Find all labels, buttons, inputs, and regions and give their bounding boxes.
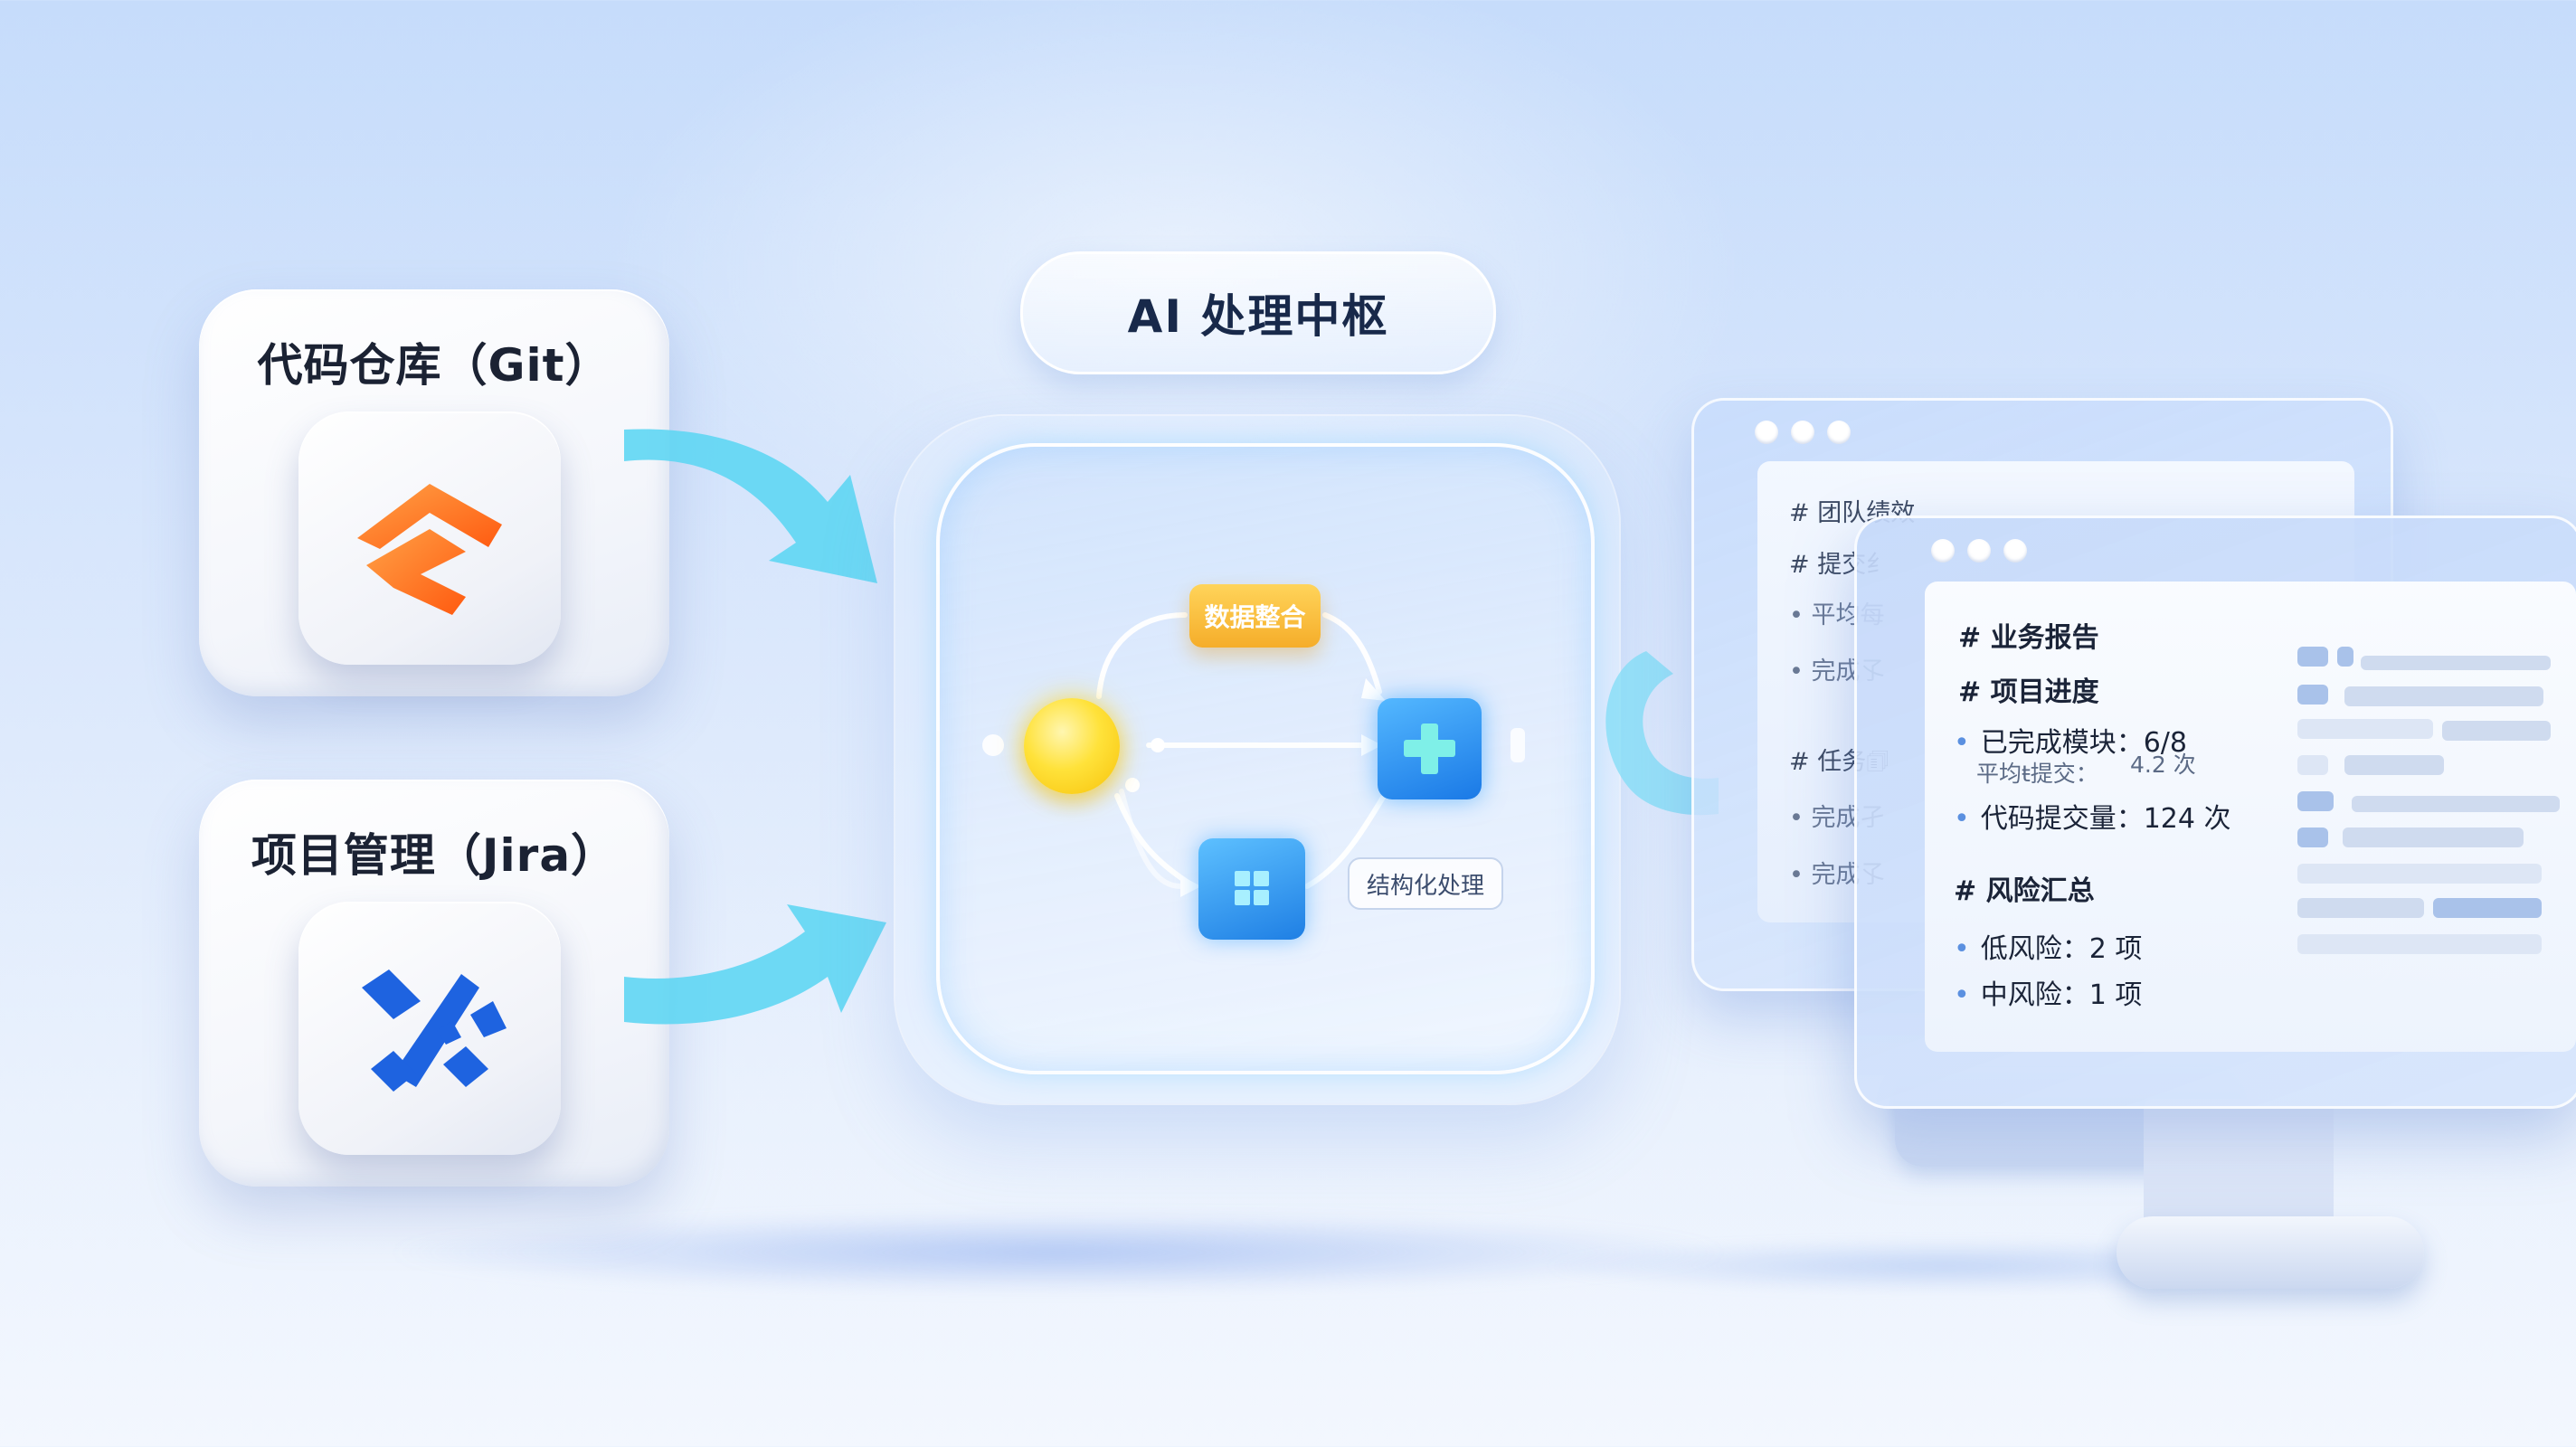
jira-logo-icon <box>362 969 507 1092</box>
plus-icon <box>1404 724 1455 774</box>
structuring-chip[interactable]: 结构化处理 <box>1348 857 1503 910</box>
code-commits: 代码提交量：124 次 <box>1954 796 2231 836</box>
branch-dot <box>1125 778 1140 792</box>
output-dot <box>1511 728 1525 762</box>
source-card-git[interactable]: 代码仓库（Git） <box>199 289 669 696</box>
report-chart-placeholder <box>2297 647 2560 990</box>
ai-core-node[interactable] <box>1024 698 1120 794</box>
jira-icon-tile <box>298 902 561 1155</box>
completed-modules: 已完成模块：6/8 <box>1954 720 2187 760</box>
data-integration-chip[interactable]: 数据整合 <box>1189 584 1321 648</box>
avg-commit-value: 4.2 次 <box>2130 752 2196 778</box>
grid-icon <box>1235 871 1269 905</box>
source-title-jira: 项目管理（Jira） <box>251 829 618 882</box>
arrow-hub-to-report <box>1605 651 1719 816</box>
source-card-jira[interactable]: 项目管理（Jira） <box>199 780 669 1187</box>
risk-heading: # 风险汇总 <box>1954 875 2095 907</box>
monitor-stand-base <box>2117 1216 2424 1289</box>
git-logo-icon <box>357 484 502 615</box>
hub-flow-connectors <box>982 612 1525 897</box>
hub-title: AI 处理中枢 <box>1020 251 1496 374</box>
avg-commit-label: 平均ŧ提交： <box>1976 761 2098 787</box>
floor-shadow <box>380 1212 1737 1293</box>
low-risk: 低风险：2 项 <box>1954 926 2143 966</box>
window-controls-front <box>1931 539 2040 566</box>
arrow-git-to-hub <box>624 429 877 583</box>
mid-risk: 中风险：1 项 <box>1954 972 2143 1012</box>
progress-heading: # 项目进度 <box>1958 676 2099 708</box>
input-dot <box>982 734 1004 756</box>
git-icon-tile <box>298 411 561 665</box>
report-title: # 业务报告 <box>1958 622 2099 654</box>
window-controls-back <box>1755 421 1863 448</box>
grid-node[interactable] <box>1198 838 1305 940</box>
input-dot-inner <box>1151 738 1165 752</box>
source-title-git: 代码仓库（Git） <box>257 339 611 392</box>
arrow-jira-to-hub <box>624 904 886 1025</box>
plus-node[interactable] <box>1378 698 1482 799</box>
